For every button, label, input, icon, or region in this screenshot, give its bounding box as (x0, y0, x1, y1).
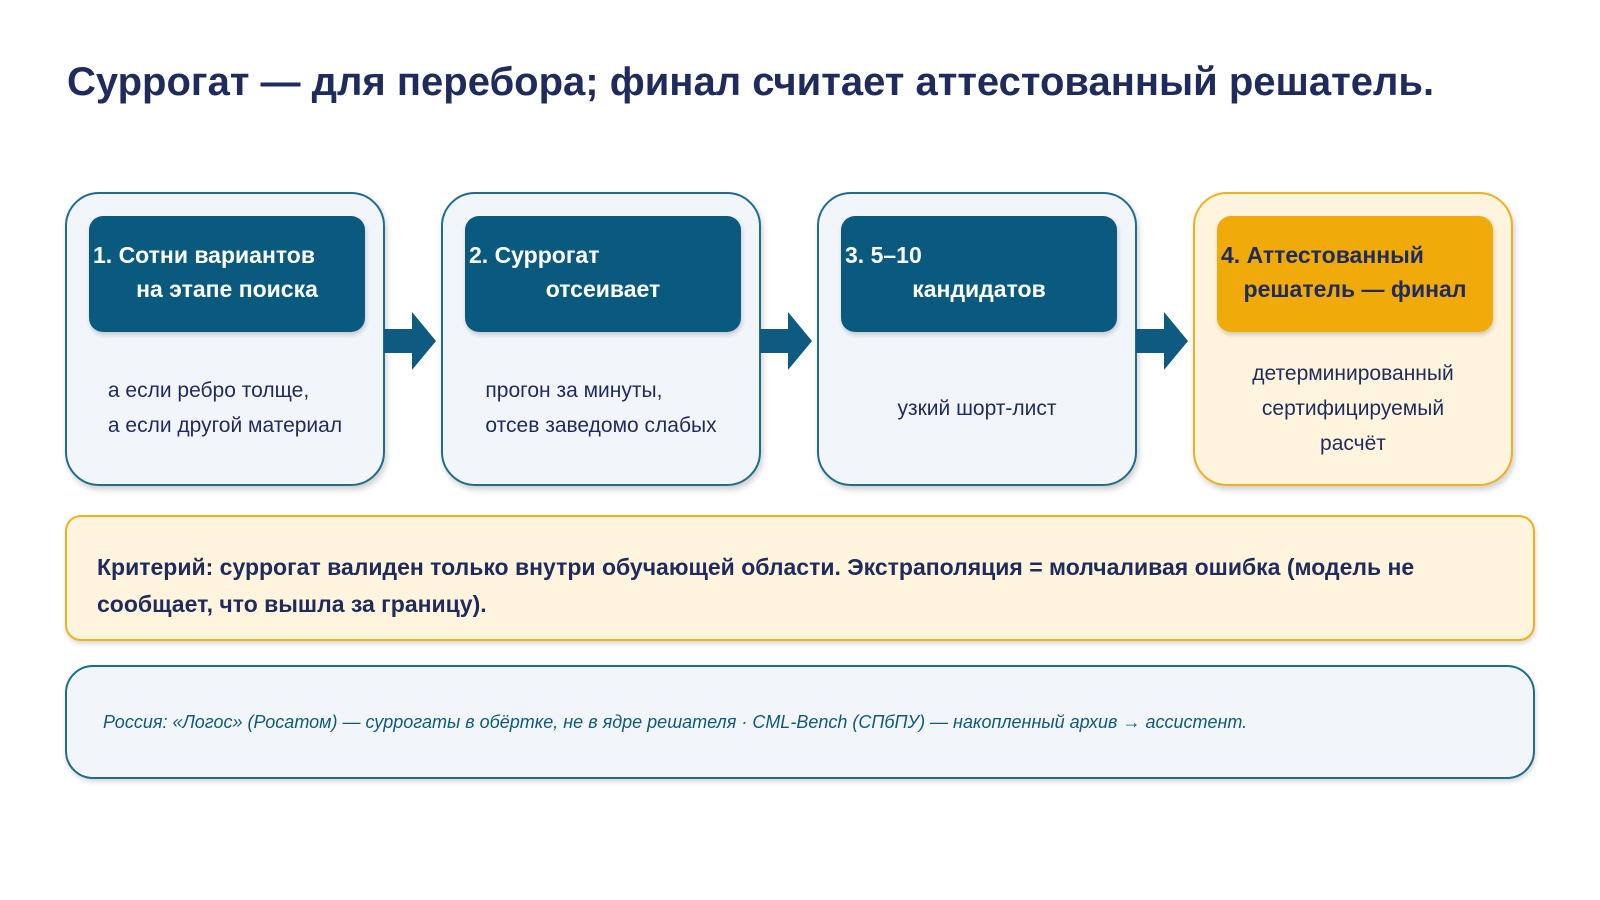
step-body-3-line-1: узкий шорт-лист (897, 396, 1057, 420)
step-header-2-line-2: отсеивает (545, 276, 661, 302)
step-body-2-line-1: прогон за минуты, (485, 379, 663, 402)
step-header-1-line-2: на этапе поиска (136, 276, 318, 302)
footnote-text: Россия: «Логос» (Росатом) — суррогаты в … (103, 711, 1248, 732)
step-card-1: 1. Сотни вариантов на этапе поиска а есл… (65, 192, 385, 486)
step-card-2: 2. Суррогат отсеивает прогон за минуты, … (441, 192, 761, 486)
step-body-1-line-2: а если другой материал (107, 414, 343, 437)
step-header-1: 1. Сотни вариантов на этапе поиска (89, 216, 365, 332)
step-header-1-line-1: 1. Сотни вариантов (93, 242, 315, 268)
step-body-4-line-3: расчёт (1320, 431, 1386, 455)
step-header-4: 4. Аттестованный решатель — финал (1217, 216, 1493, 332)
right-arrow-icon (384, 312, 436, 370)
step-header-3-line-2: кандидатов (912, 276, 1046, 302)
right-arrow-icon (760, 312, 812, 370)
step-card-4: 4. Аттестованный решатель — финал детерм… (1193, 192, 1513, 486)
step-header-2: 2. Суррогат отсеивает (465, 216, 741, 332)
step-header-3: 3. 5–10 кандидатов (841, 216, 1117, 332)
step-header-4-line-2: решатель — финал (1243, 276, 1467, 302)
step-header-2-line-1: 2. Суррогат (469, 242, 600, 268)
footnote-box: Россия: «Логос» (Росатом) — суррогаты в … (65, 665, 1535, 779)
step-header-4-line-1: 4. Аттестованный (1221, 242, 1424, 268)
step-body-1-line-1: а если ребро толще, (107, 379, 310, 402)
step-body-4-line-1: детерминированный (1252, 361, 1454, 385)
page-title: Суррогат — для перебора; финал считает а… (67, 60, 1435, 104)
step-header-3-line-1: 3. 5–10 (845, 242, 922, 268)
step-body-4: детерминированный сертифицируемый расчёт (1195, 332, 1511, 484)
step-body-3: узкий шорт-лист (819, 332, 1135, 484)
criterion-callout: Критерий: суррогат валиден только внутри… (65, 515, 1535, 641)
step-body-1: а если ребро толще, а если другой матери… (67, 332, 383, 484)
step-body-2-line-2: отсев заведомо слабых (485, 414, 717, 437)
right-arrow-icon (1136, 312, 1188, 370)
step-body-2: прогон за минуты, отсев заведомо слабых (443, 332, 759, 484)
step-body-4-line-2: сертифицируемый (1261, 396, 1445, 420)
step-card-3: 3. 5–10 кандидатов узкий шорт-лист (817, 192, 1137, 486)
